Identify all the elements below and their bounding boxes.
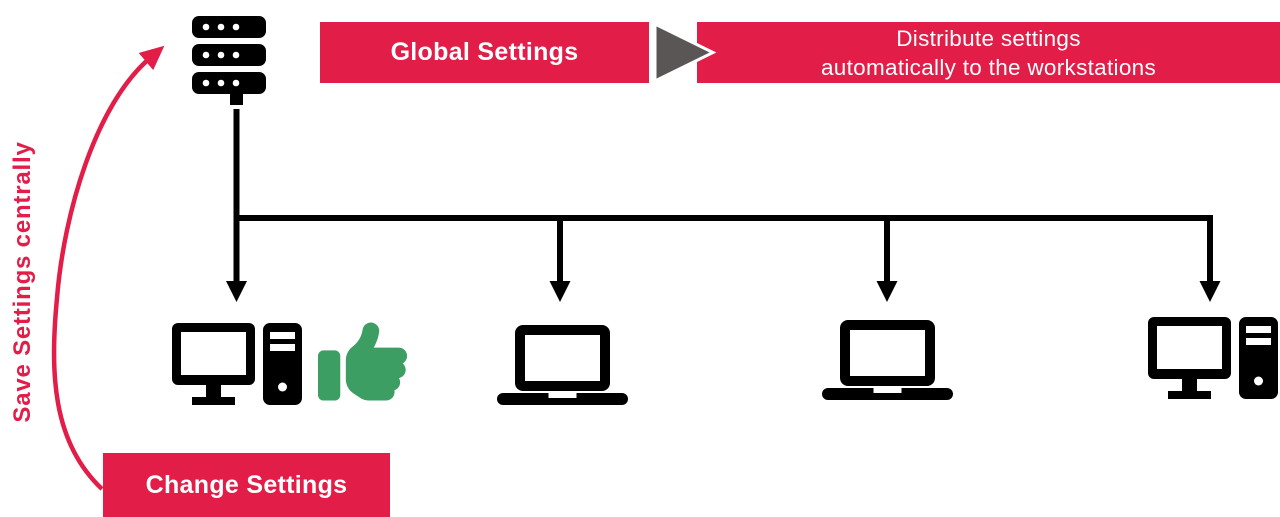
distribute-settings-line1: Distribute settings	[896, 25, 1081, 51]
global-settings-banner: Global Settings	[320, 22, 649, 83]
workstation-laptop-3-icon	[822, 320, 953, 400]
thumbs-up-icon	[318, 322, 408, 401]
curved-arrow-icon	[51, 45, 165, 491]
network-lines	[233, 109, 1213, 283]
change-settings-banner: Change Settings	[103, 453, 390, 517]
arrow-down-icon	[226, 281, 1221, 302]
server-icon	[192, 16, 266, 105]
triangle-arrow-icon	[653, 21, 717, 84]
distribute-settings-banner: Distribute settings automatically to the…	[697, 22, 1280, 83]
workstation-laptop-2-icon	[497, 325, 628, 405]
distribute-settings-line2: automatically to the workstations	[820, 54, 1157, 80]
change-settings-label: Change Settings	[145, 470, 348, 499]
global-settings-label: Global Settings	[390, 38, 579, 66]
workstation-desktop-1-icon	[172, 323, 302, 405]
workstation-desktop-4-icon	[1148, 317, 1278, 399]
